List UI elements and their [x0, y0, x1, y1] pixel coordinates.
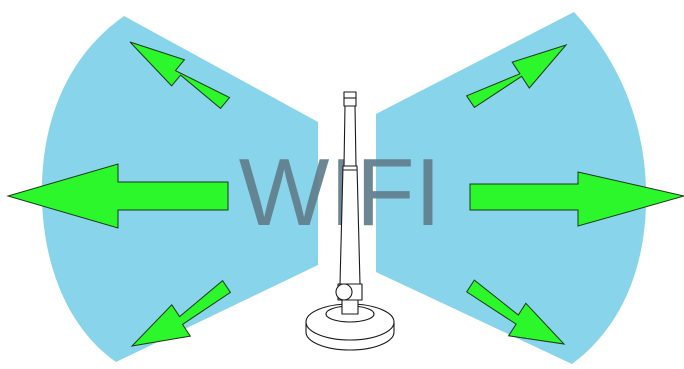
- arrow-up-left-icon: [129, 41, 231, 110]
- wifi-label: WIFI: [239, 139, 442, 246]
- arrow-down-right-icon: [466, 279, 566, 345]
- arrow-up-right-icon: [465, 43, 568, 109]
- antenna-icon: [305, 91, 395, 351]
- arrow-right-icon: [469, 171, 684, 227]
- arrow-left-icon: [6, 163, 229, 229]
- arrow-down-left-icon: [130, 279, 232, 347]
